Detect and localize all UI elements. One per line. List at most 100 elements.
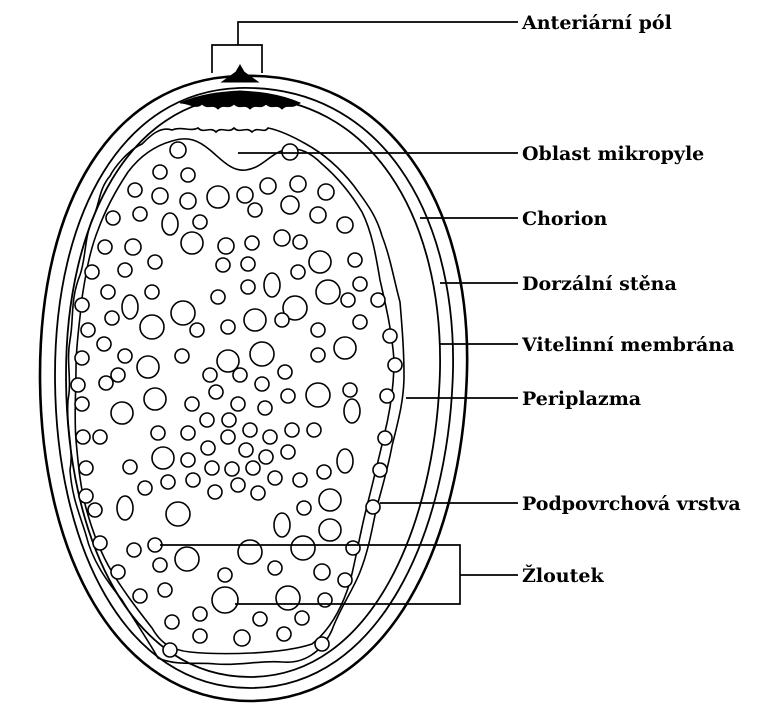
yolk-granule [181,232,203,254]
anterior-pole-leader [238,22,518,45]
label-chorion: Chorion [522,208,608,230]
yolk-granule [118,263,132,277]
yolk-granule [291,536,315,560]
yolk-granule [175,547,199,571]
yolk-granule [158,583,172,597]
yolk-granule [282,144,298,160]
labels: Anteriární pól Oblast mikropyle Chorion … [521,12,741,587]
yolk-granule [212,587,238,613]
yolk-granule [207,186,229,208]
yolk-granule [193,607,207,621]
yolk-granule [309,251,331,273]
yolk-granule [290,176,306,192]
yolk-granule [201,441,215,455]
yolk-granule [268,471,282,485]
yolk-granule [343,383,357,397]
yolk-granule [163,643,177,657]
yolk-granule [318,184,334,200]
yolk-granule [263,430,277,444]
yolk-granule [137,356,159,378]
anterior-pole-cap [222,65,258,82]
yolk-granule [274,230,290,246]
yolk-granule [380,389,394,403]
yolk-granule [88,503,102,517]
yolk-granule [241,257,255,271]
yolk-granule [310,207,326,223]
yolk-granule [79,489,93,503]
yolk-granule [295,611,309,625]
yolk-granule [125,239,141,255]
yolk-granule [388,358,402,372]
yolk-granule [314,564,330,580]
yolk-granules [71,142,402,657]
yolk-granule [152,188,168,204]
yolk-granule [225,462,239,476]
yolk-granule [241,280,255,294]
yolk-granule [281,196,299,214]
yolk-granule [205,461,219,475]
yolk-granule [162,213,178,235]
yolk-granule [98,240,112,254]
yolk-granule [231,478,245,492]
label-anterior-pole: Anteriární pól [521,12,672,34]
yolk-granule [366,500,380,514]
yolk-granule [276,586,300,610]
yolk-granule [239,443,253,457]
yolk-granule [268,561,282,575]
yolk-granule [193,629,207,643]
yolk-granule [238,540,262,564]
yolk-granule [85,265,99,279]
yolk-granule [337,217,353,233]
anterior-pole-bracket [212,45,262,73]
yolk-granule [233,368,247,382]
yolk-granule [133,207,147,221]
yolk-granule [111,402,133,424]
yolk-granule [278,365,292,379]
yolk-granule [93,430,107,444]
yolk-granule [123,460,137,474]
yolk-granule [291,265,305,279]
yolk-granule [258,401,272,415]
yolk-granule [127,543,141,557]
label-periplasm: Periplazma [522,388,641,410]
yolk-granule [71,378,85,392]
yolk-granule [237,187,253,203]
yolk-granule [181,426,195,440]
yolk-granule [211,290,225,304]
yolk-granule [244,309,266,331]
yolk-granule [307,423,321,437]
yolk-granule [344,399,360,423]
yolk-granule [274,513,290,537]
yolk-granule [259,450,273,464]
yolk-granule [319,519,341,541]
yolk-granule [221,430,235,444]
yolk-granule [175,349,189,363]
yolk-granule [186,473,200,487]
yolk-granule [218,568,232,582]
yolk-granule [148,255,162,269]
yolk-granule [138,481,152,495]
yolk-granule [253,612,267,626]
yolk-granule [122,295,138,319]
yolk-granule [76,430,90,444]
yolk-granule [185,397,199,411]
yolk-granule [101,285,115,299]
yolk-granule [99,376,113,390]
yolk-granule [75,298,89,312]
label-yolk: Žloutek [522,564,604,587]
yolk-granule [208,485,222,499]
yolk-granule [209,385,223,399]
yolk-granule [144,388,166,410]
yolk-granule [117,496,133,520]
yolk-granule [319,489,341,511]
yolk-granule [133,589,147,603]
yolk-granule [285,423,299,437]
yolk-granule [346,541,360,555]
yolk-granule [181,168,195,182]
yolk-granule [334,337,356,359]
yolk-granule [171,301,195,325]
yolk-granule [166,502,190,526]
yolk-granule [338,573,352,587]
yolk-granule [218,238,234,254]
